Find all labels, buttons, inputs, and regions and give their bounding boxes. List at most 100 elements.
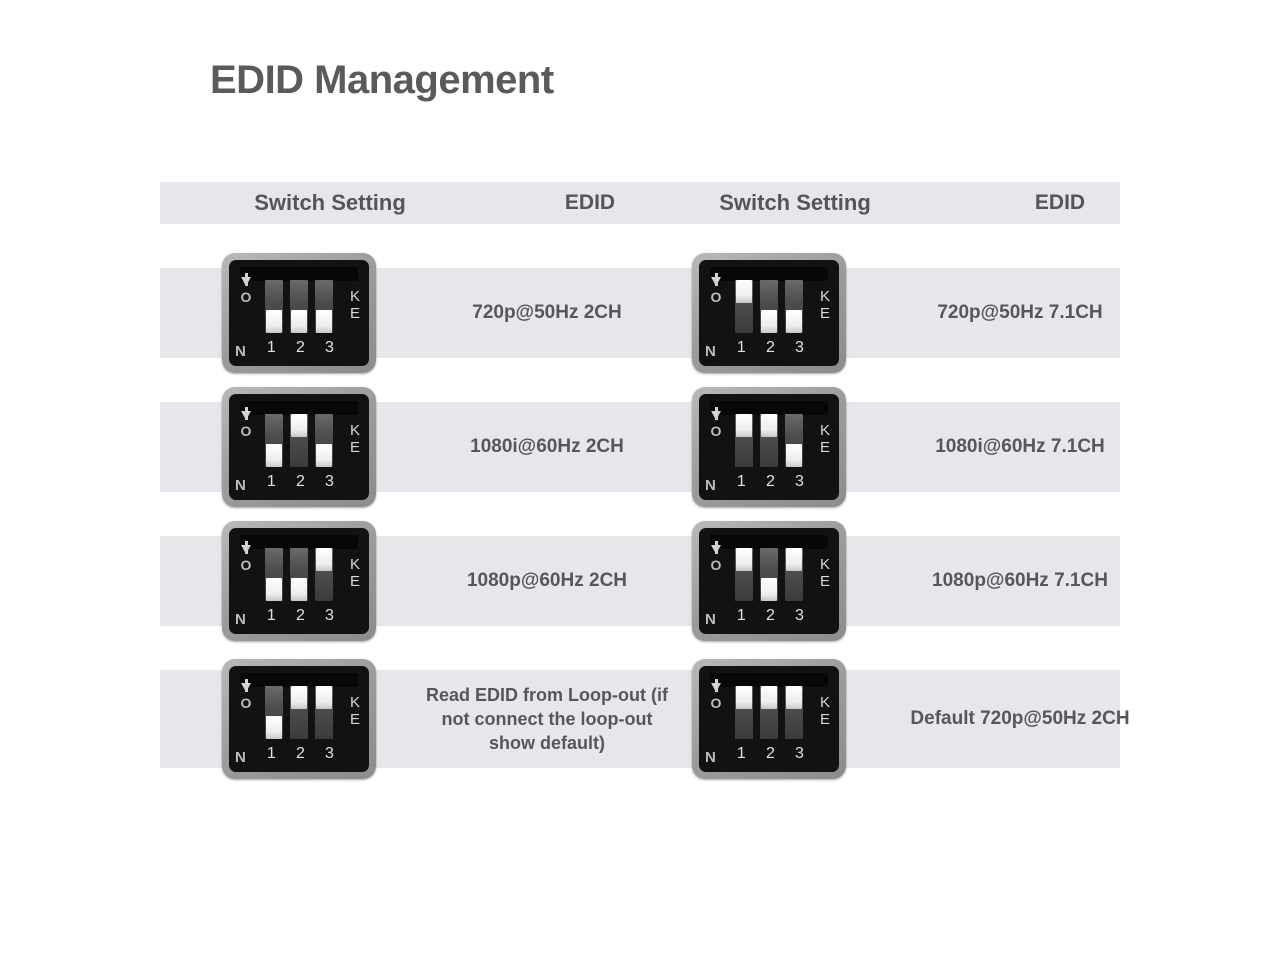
dip-number-2: 2	[295, 338, 305, 356]
dip-switch-3[interactable]	[785, 280, 803, 334]
dip-switch-3-tab	[315, 686, 332, 710]
edid-value-right: 1080i@60Hz 7.1CH	[935, 436, 1105, 458]
dip-switch-numbers: 1 2 3	[727, 603, 814, 628]
dip-switch-2[interactable]	[290, 280, 308, 334]
dip-switch-2-tab	[290, 414, 307, 438]
dip-switch-1[interactable]	[735, 548, 753, 602]
dip-switch-numbers: 1 2 3	[727, 469, 814, 494]
dip-on-letter-n: N	[235, 342, 246, 360]
down-arrow-icon	[711, 406, 721, 420]
dip-on-label: O	[704, 678, 728, 764]
dip-switch-2-tab	[290, 577, 307, 602]
dip-number-2: 2	[295, 472, 305, 490]
dip-switch-3-tab	[785, 309, 802, 334]
dip-switch-3[interactable]	[785, 548, 803, 602]
dip-switch-2[interactable]	[760, 548, 778, 602]
dip-switch-3[interactable]	[785, 686, 803, 740]
dip-switch-3-tab	[785, 548, 802, 572]
dip-switch-1[interactable]	[265, 686, 283, 740]
dip-switch-2-tab	[760, 686, 777, 710]
dip-switch-1[interactable]	[735, 414, 753, 468]
column-header-edid-1: EDID	[564, 191, 616, 214]
dip-number-2: 2	[765, 472, 775, 490]
dip-top-strip	[240, 401, 358, 416]
column-header-switch-setting-1: Switch Setting	[254, 190, 406, 215]
dip-switch-1[interactable]	[735, 686, 753, 740]
dip-on-letter-o: O	[710, 288, 722, 305]
dip-switch-3[interactable]	[315, 280, 333, 334]
down-arrow-icon	[241, 406, 251, 420]
dip-switch-2[interactable]	[760, 280, 778, 334]
dip-number-1: 1	[266, 338, 276, 356]
dip-on-letter-n: N	[705, 342, 716, 360]
table-header-row: Switch Setting EDID Switch Setting EDID	[160, 182, 1120, 224]
dip-switch-3[interactable]	[315, 414, 333, 468]
dip-on-letter-o: O	[710, 422, 722, 439]
dip-switch-3[interactable]	[315, 548, 333, 602]
column-header-switch-setting-2: Switch Setting	[719, 190, 871, 215]
dip-number-3: 3	[795, 472, 804, 490]
dip-on-label: O	[234, 272, 258, 358]
dip-on-letter-o: O	[240, 556, 252, 573]
column-header-edid-2: EDID	[1034, 191, 1086, 214]
dip-on-letter-n: N	[235, 748, 246, 766]
dip-number-1: 1	[736, 472, 746, 490]
dip-on-letter-o: O	[710, 694, 722, 711]
edid-table: Switch Setting EDID Switch Setting EDID …	[160, 182, 1130, 779]
dip-number-1: 1	[736, 744, 746, 762]
dip-number-1: 1	[266, 472, 276, 490]
dip-switch-1[interactable]	[265, 280, 283, 334]
dip-switch-1[interactable]	[735, 280, 753, 334]
edid-value-left: Read EDID from Loop-out (if not connect …	[426, 684, 668, 754]
dip-switch-2[interactable]	[290, 414, 308, 468]
dip-switch-2-tab	[760, 414, 777, 438]
dip-top-strip	[710, 535, 828, 550]
dip-switch-2-tab	[760, 309, 777, 334]
dip-number-2: 2	[765, 606, 775, 624]
dip-number-3: 3	[325, 472, 334, 490]
dip-switch-2[interactable]	[760, 414, 778, 468]
dip-number-3: 3	[325, 606, 334, 624]
edid-value-right: 720p@50Hz 7.1CH	[937, 302, 1103, 324]
down-arrow-icon	[711, 540, 721, 554]
dip-top-strip	[240, 535, 358, 550]
dip-switch-3[interactable]	[315, 686, 333, 740]
dip-on-letter-o: O	[240, 694, 252, 711]
dip-switch-1-tab	[736, 548, 753, 572]
dip-switch-2-tab	[760, 577, 777, 602]
dip-switch-1-tab	[736, 414, 753, 438]
edid-value-left: 720p@50Hz 2CH	[472, 302, 622, 324]
dip-switch-2-tab	[290, 309, 307, 334]
dip-switch-2[interactable]	[290, 548, 308, 602]
dip-number-3: 3	[325, 744, 334, 762]
dip-on-letter-n: N	[705, 476, 716, 494]
down-arrow-icon	[711, 272, 721, 286]
dip-switch-2[interactable]	[760, 686, 778, 740]
down-arrow-icon	[241, 272, 251, 286]
dip-switch-1[interactable]	[265, 548, 283, 602]
edid-value-right: 1080p@60Hz 7.1CH	[932, 570, 1108, 592]
dip-switch-1[interactable]	[265, 414, 283, 468]
dip-switch-track	[735, 414, 803, 468]
page-title: EDID Management	[210, 58, 554, 102]
dip-on-letter-n: N	[235, 610, 246, 628]
dip-switch-2[interactable]	[290, 686, 308, 740]
dip-switch-3[interactable]	[785, 414, 803, 468]
